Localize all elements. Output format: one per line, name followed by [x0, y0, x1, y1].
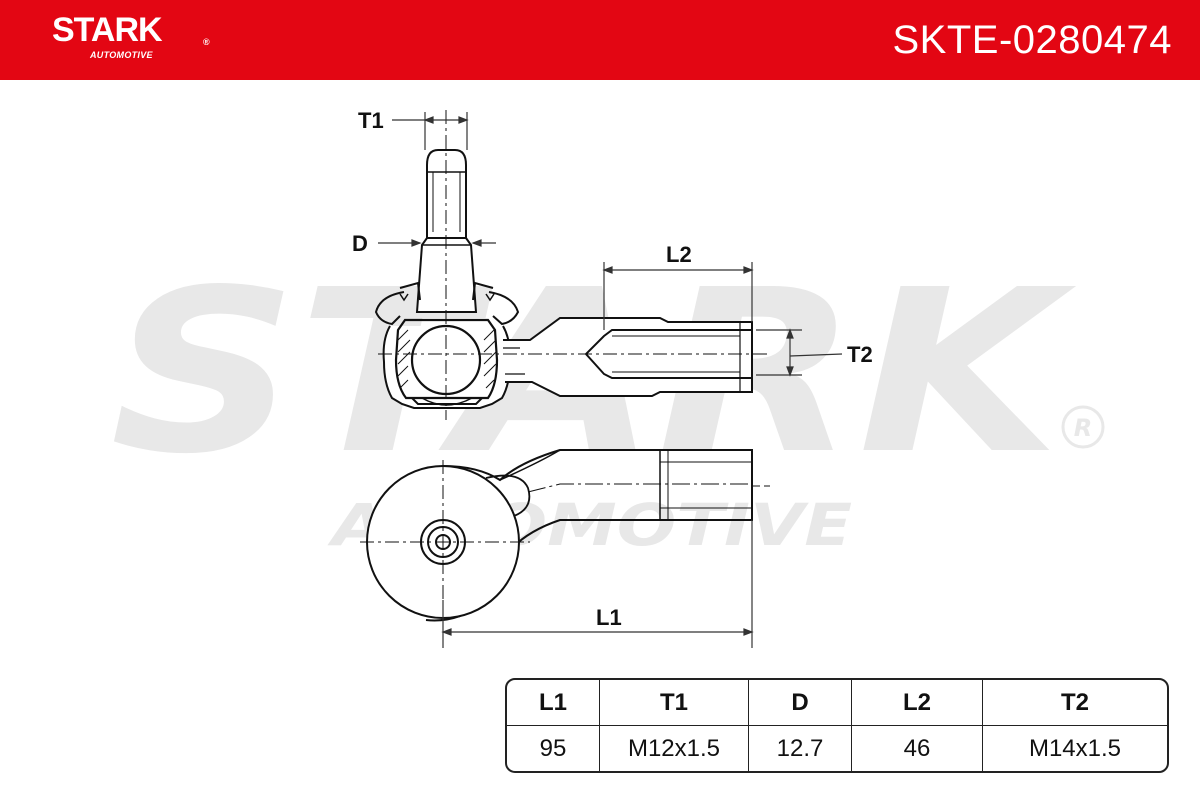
label-t1: T1	[358, 108, 384, 133]
value-t1: M12x1.5	[600, 726, 749, 771]
dimension-t1	[392, 112, 469, 150]
header-l2: L2	[852, 680, 983, 726]
specs-header-row: L1 T1 D L2 T2	[507, 680, 1167, 726]
specs-table: L1 T1 D L2 T2 95 M12x1.5 12.7 46 M14x1.5	[505, 678, 1169, 773]
header-d: D	[749, 680, 852, 726]
brand-registered-mark: ®	[203, 37, 210, 47]
value-d: 12.7	[749, 726, 852, 771]
dimension-l1	[441, 520, 754, 648]
part-number: SKTE-0280474	[892, 18, 1172, 62]
value-t2: M14x1.5	[1028, 734, 1122, 762]
value-l1: 95	[507, 726, 600, 771]
brand-name: STARK	[52, 11, 163, 49]
dimension-l2	[602, 262, 754, 330]
specs-value-row: 95 M12x1.5 12.7 46 M14x1.5	[507, 726, 1167, 771]
value-l2: 46	[852, 726, 983, 771]
header-l1: L1	[507, 680, 600, 726]
section-hatching	[397, 329, 497, 389]
brand-logo[interactable]: STARK ® AUTOMOTIVE	[52, 11, 210, 60]
brand-tagline: AUTOMOTIVE	[90, 50, 153, 60]
watermark-registered-letter: R	[1074, 414, 1092, 442]
label-d: D	[352, 231, 368, 256]
technical-drawing: STARK AUTOMOTIVE R	[110, 108, 1105, 648]
tie-rod-end-side-view	[374, 110, 770, 420]
header-bar: STARK ® AUTOMOTIVE SKTE-0280474	[0, 0, 1200, 80]
header-t1: T1	[600, 680, 749, 726]
label-l1: L1	[596, 605, 622, 630]
dimension-t2	[756, 328, 843, 377]
watermark: STARK AUTOMOTIVE R	[110, 242, 1105, 559]
label-t2: T2	[847, 342, 873, 367]
dimension-d	[378, 239, 496, 247]
watermark-registered-circle	[1061, 405, 1105, 449]
tie-rod-end-top-view	[360, 449, 770, 646]
label-l2: L2	[666, 242, 692, 267]
header-t2: T2	[983, 680, 1167, 726]
